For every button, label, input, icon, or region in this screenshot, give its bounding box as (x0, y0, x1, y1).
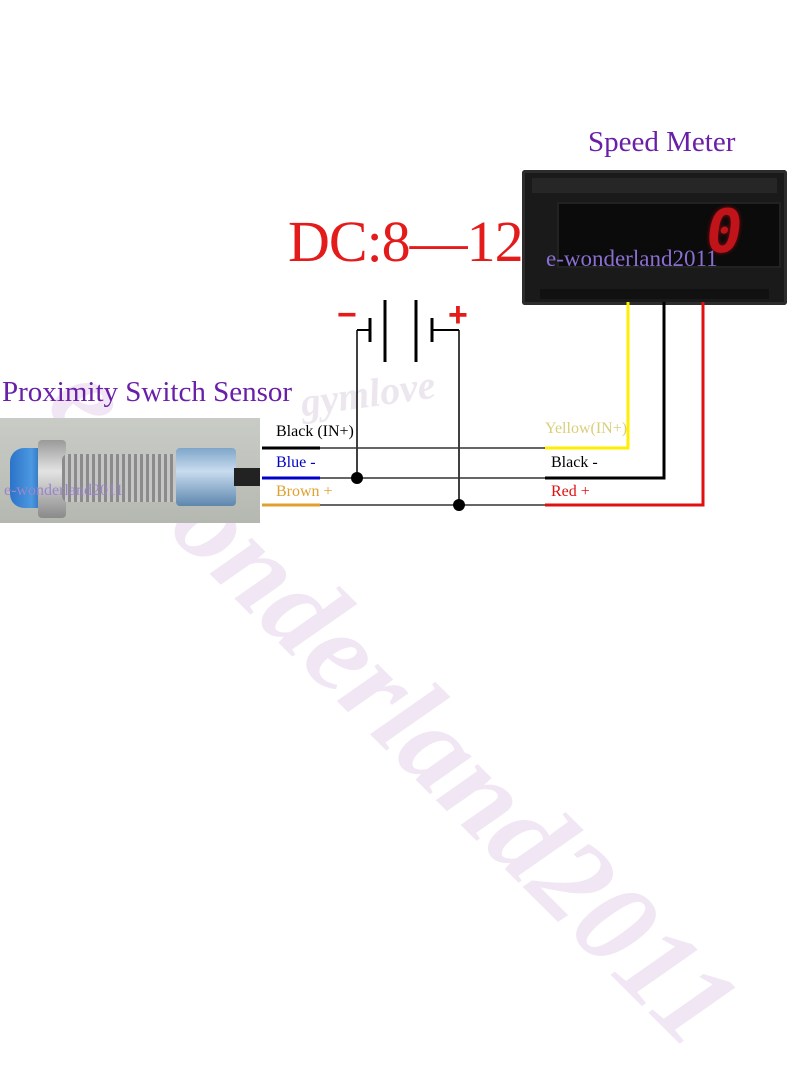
speed-meter-device: 0 e-wonderland2011 (522, 170, 787, 305)
meter-terminal-strip (540, 289, 769, 299)
sensor-wire-label-black: Black (IN+) (276, 423, 354, 440)
sensor-wire-stubs (262, 446, 320, 507)
battery-leads (356, 330, 460, 505)
meter-wire-red (545, 302, 705, 507)
meter-wire-label-black: Black - (551, 454, 598, 471)
sensor-wire-label-blue: Blue - (276, 454, 316, 471)
meter-wire-label-yellow: Yellow(IN+) (545, 420, 628, 437)
battery-positive-label: + (448, 296, 468, 334)
sensor-collar (176, 448, 236, 506)
speed-meter-title: Speed Meter (588, 126, 736, 158)
sensor-cable (234, 468, 260, 486)
meter-wire-label-red: Red + (551, 483, 590, 500)
battery-negative-label: − (337, 296, 357, 334)
meter-wire-yellow (545, 302, 630, 450)
proximity-sensor-photo: e-wonderland2011 (0, 418, 260, 523)
sensor-watermark: e-wonderland2011 (4, 482, 124, 499)
meter-wire-black (545, 302, 666, 480)
meter-display-window (557, 202, 781, 268)
sensor-wire-label-brown: Brown + (276, 483, 333, 500)
sensor-nut (38, 440, 66, 518)
meter-wires (545, 302, 705, 507)
junction-positive (453, 499, 465, 511)
power-voltage-label: DC:8—12V (288, 209, 565, 274)
battery-symbol (357, 300, 459, 362)
sensor-title: Proximity Switch Sensor (2, 376, 293, 408)
wiring-diagram (262, 300, 705, 511)
junction-negative (351, 472, 363, 484)
meter-watermark: e-wonderland2011 (546, 246, 718, 271)
meter-bezel (532, 178, 777, 193)
